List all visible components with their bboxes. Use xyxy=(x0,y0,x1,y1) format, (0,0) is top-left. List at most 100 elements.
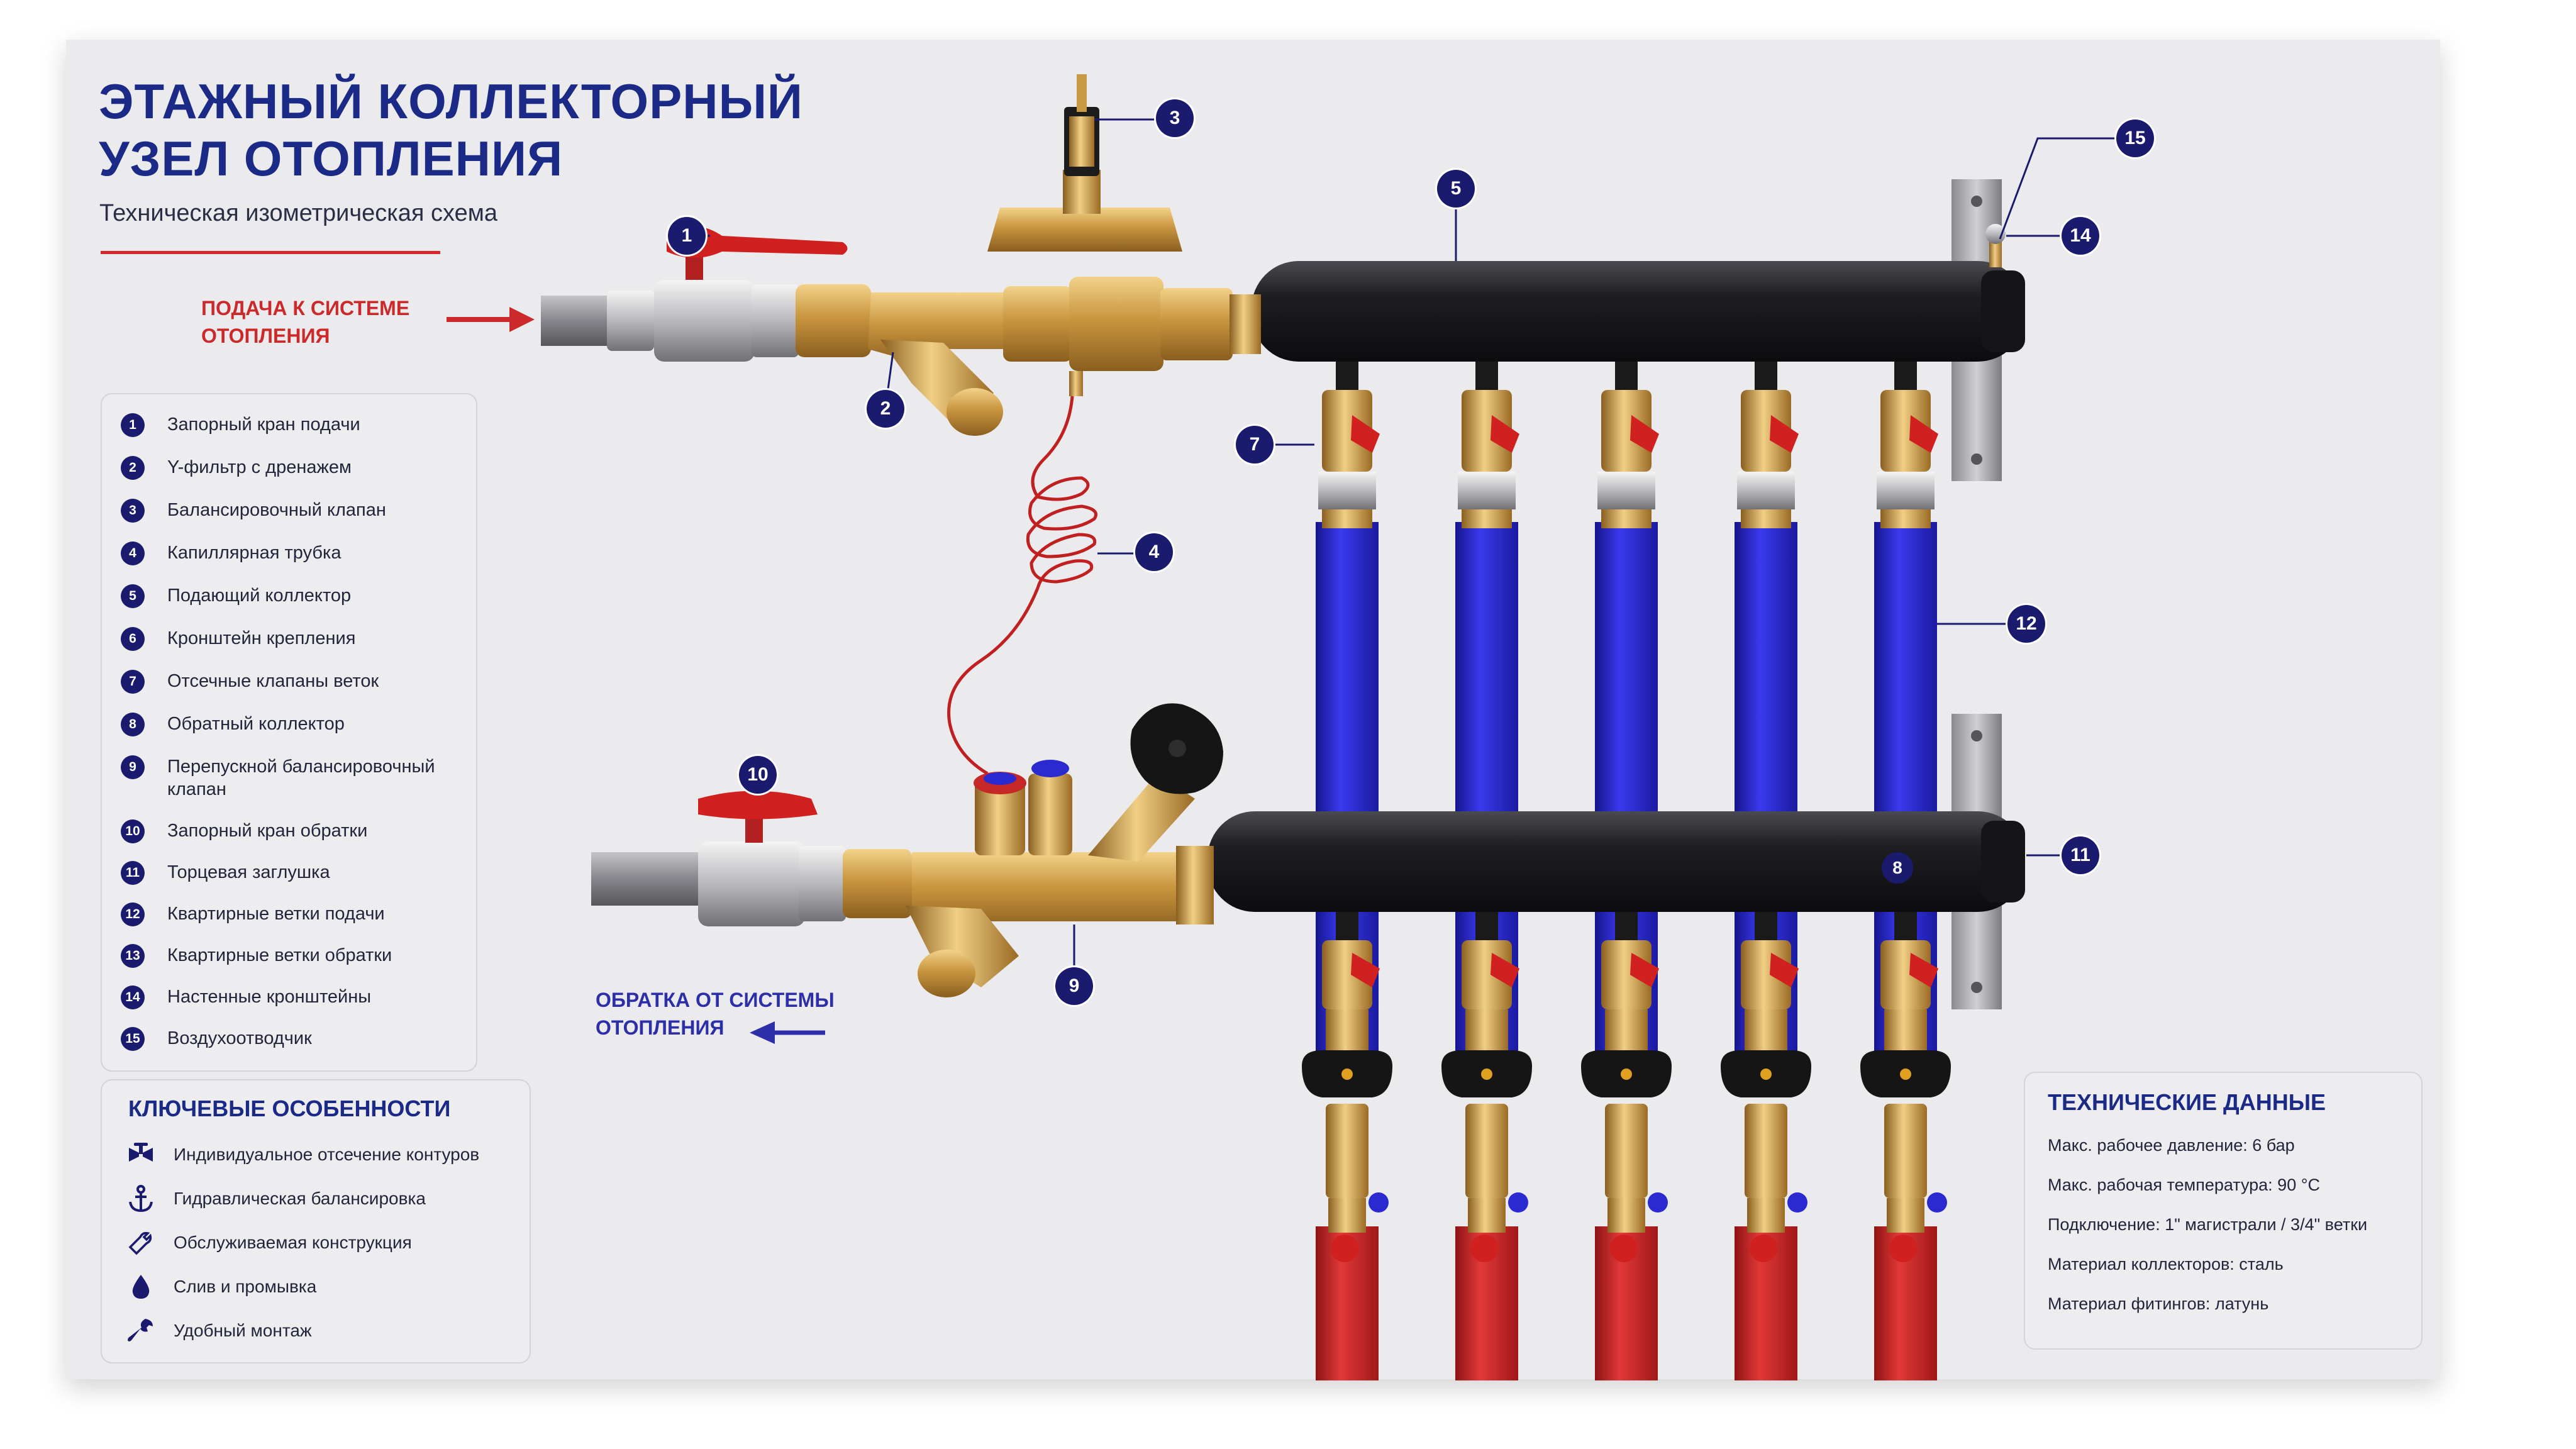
feature-label: Индивидуальное отсечение контуров xyxy=(174,1145,480,1164)
legend-number-badge: 10 xyxy=(121,819,145,843)
supply-manifold xyxy=(1252,224,2025,362)
legend-label: Торцевая заглушка xyxy=(167,862,330,882)
legend-label: Отсечные клапаны веток xyxy=(167,671,379,691)
legend-item: 1 Запорный кран подачи xyxy=(121,413,463,437)
spec-item: Макс. рабочее давление: 6 бар xyxy=(2048,1136,2295,1155)
callout-marker-9: 9 xyxy=(1055,967,1093,1005)
callout-marker-5: 5 xyxy=(1437,170,1475,208)
legend-number-badge: 9 xyxy=(121,755,145,779)
spec-item: Материал фитингов: латунь xyxy=(2048,1294,2269,1313)
drop-icon xyxy=(125,1270,157,1303)
legend-number-badge: 12 xyxy=(121,902,145,926)
legend-label: Квартирные ветки подачи xyxy=(167,904,385,924)
feature-item: Индивидуальное отсечение контуров xyxy=(125,1138,479,1171)
legend-item: 8 Обратный коллектор xyxy=(121,713,463,736)
legend-label: Воздухоотводчик xyxy=(167,1028,312,1048)
page-subtitle: Техническая изометрическая схема xyxy=(99,200,497,226)
legend-item: 7 Отсечные клапаны веток xyxy=(121,670,463,694)
feature-label: Гидравлическая балансировка xyxy=(174,1189,426,1208)
legend-item: 13 Квартирные ветки обратки xyxy=(121,944,463,968)
legend-item: 9 Перепускной балансировочный клапан xyxy=(121,755,463,801)
callout-marker-15: 15 xyxy=(2116,119,2154,157)
return-flow-arrow xyxy=(750,1021,825,1044)
legend-number-badge: 8 xyxy=(121,713,145,736)
callout-marker-11: 11 xyxy=(2062,836,2099,874)
feature-item: Слив и промывка xyxy=(125,1270,316,1303)
title-underline xyxy=(101,251,440,254)
technical-data-panel: ТЕХНИЧЕСКИЕ ДАННЫЕ Макс. рабочее давлени… xyxy=(2024,1072,2423,1350)
legend-panel: 1 Запорный кран подачи 2 Y-фильтр с дренаж… xyxy=(101,393,477,1072)
key-features-panel: КЛЮЧЕВЫЕ ОСОБЕННОСТИ Индивидуальное отсе… xyxy=(101,1079,531,1363)
spec-item: Макс. рабочая температура: 90 °C xyxy=(2048,1175,2321,1194)
supply-flow-arrow xyxy=(447,307,535,332)
return-flow-label-line-1: ОБРАТКА ОТ СИСТЕМЫ xyxy=(596,989,835,1011)
legend-label: Капиллярная трубка xyxy=(167,543,341,563)
legend-number-badge: 3 xyxy=(121,499,145,523)
legend-number-badge: 13 xyxy=(121,944,145,968)
spec-item: Материал коллекторов: сталь xyxy=(2048,1255,2284,1274)
feature-item: Гидравлическая балансировка xyxy=(125,1182,426,1215)
legend-number-badge: 4 xyxy=(121,541,145,565)
page-title-line-2: УЗЕЛ ОТОПЛЕНИЯ xyxy=(99,131,564,186)
return-flow-label: ОБРАТКА ОТ СИСТЕМЫ ОТОПЛЕНИЯ xyxy=(596,986,835,1041)
service-icon xyxy=(125,1226,157,1259)
wrench-icon xyxy=(125,1314,157,1347)
callout-marker-14: 14 xyxy=(2062,217,2099,255)
legend-label: Запорный кран обратки xyxy=(167,821,368,841)
legend-number-badge: 11 xyxy=(121,861,145,885)
key-features-heading: КЛЮЧЕВЫЕ ОСОБЕННОСТИ xyxy=(128,1096,451,1121)
legend-item: 11 Торцевая заглушка xyxy=(121,861,463,885)
valve-icon xyxy=(125,1138,157,1171)
callout-marker-12: 12 xyxy=(2007,605,2045,643)
feature-item: Обслуживаемая конструкция xyxy=(125,1226,412,1259)
callout-marker-3: 3 xyxy=(1156,99,1194,137)
anchor-icon xyxy=(125,1182,157,1215)
legend-item: 6 Кронштейн крепления xyxy=(121,627,463,651)
legend-item: 12 Квартирные ветки подачи xyxy=(121,902,463,926)
legend-label: Балансировочный клапан xyxy=(167,500,386,520)
legend-label: Обратный коллектор xyxy=(167,714,345,734)
legend-item: 5 Подающий коллектор xyxy=(121,584,463,608)
callout-marker-2: 2 xyxy=(867,390,904,428)
callout-marker-10: 10 xyxy=(739,756,777,794)
supply-inlet-assembly xyxy=(541,74,1261,436)
page-title-line-1: ЭТАЖНЫЙ КОЛЛЕКТОРНЫЙ xyxy=(99,74,803,129)
callout-marker-8: 8 xyxy=(1882,852,1913,884)
legend-label: Квартирные ветки обратки xyxy=(167,945,392,965)
legend-number-badge: 1 xyxy=(121,413,145,437)
spec-item: Подключение: 1" магистрали / 3/4" ветки xyxy=(2048,1215,2368,1234)
legend-item: 3 Балансировочный клапан xyxy=(121,499,463,523)
capillary-tube xyxy=(947,396,1097,775)
legend-label: Подающий коллектор xyxy=(167,586,352,606)
feature-label: Слив и промывка xyxy=(174,1277,317,1296)
legend-number-badge: 2 xyxy=(121,456,145,480)
legend-label: Кронштейн крепления xyxy=(167,628,356,648)
legend-item: 4 Капиллярная трубка xyxy=(121,541,463,565)
legend-item: 2 Y-фильтр с дренажем xyxy=(121,456,463,480)
legend-number-badge: 7 xyxy=(121,670,145,694)
return-outlet-assembly xyxy=(591,703,1223,997)
legend-label: Перепускной балансировочный клапан xyxy=(167,757,435,799)
return-manifold xyxy=(1208,811,2025,912)
legend-label: Запорный кран подачи xyxy=(167,414,360,435)
supply-flow-label-line-1: ПОДАЧА К СИСТЕМЕ xyxy=(201,297,410,319)
legend-label: Y-фильтр с дренажем xyxy=(167,457,352,477)
return-flow-label-line-2: ОТОПЛЕНИЯ xyxy=(596,1016,724,1039)
callout-marker-4: 4 xyxy=(1135,533,1173,571)
branch-shutoff-valves xyxy=(1318,355,1938,528)
feature-item: Удобный монтаж xyxy=(125,1314,312,1347)
callout-marker-7: 7 xyxy=(1236,426,1274,464)
callout-marker-1: 1 xyxy=(668,217,706,255)
supply-branches xyxy=(1316,522,1937,818)
return-branch-valves xyxy=(1302,906,1951,1262)
legend-label: Настенные кронштейны xyxy=(167,987,372,1007)
supply-flow-label-line-2: ОТОПЛЕНИЯ xyxy=(201,325,330,347)
feature-label: Удобный монтаж xyxy=(174,1321,312,1340)
legend-number-badge: 6 xyxy=(121,627,145,651)
legend-number-badge: 5 xyxy=(121,584,145,608)
feature-label: Обслуживаемая конструкция xyxy=(174,1233,412,1252)
legend-item: 10 Запорный кран обратки xyxy=(121,819,463,843)
